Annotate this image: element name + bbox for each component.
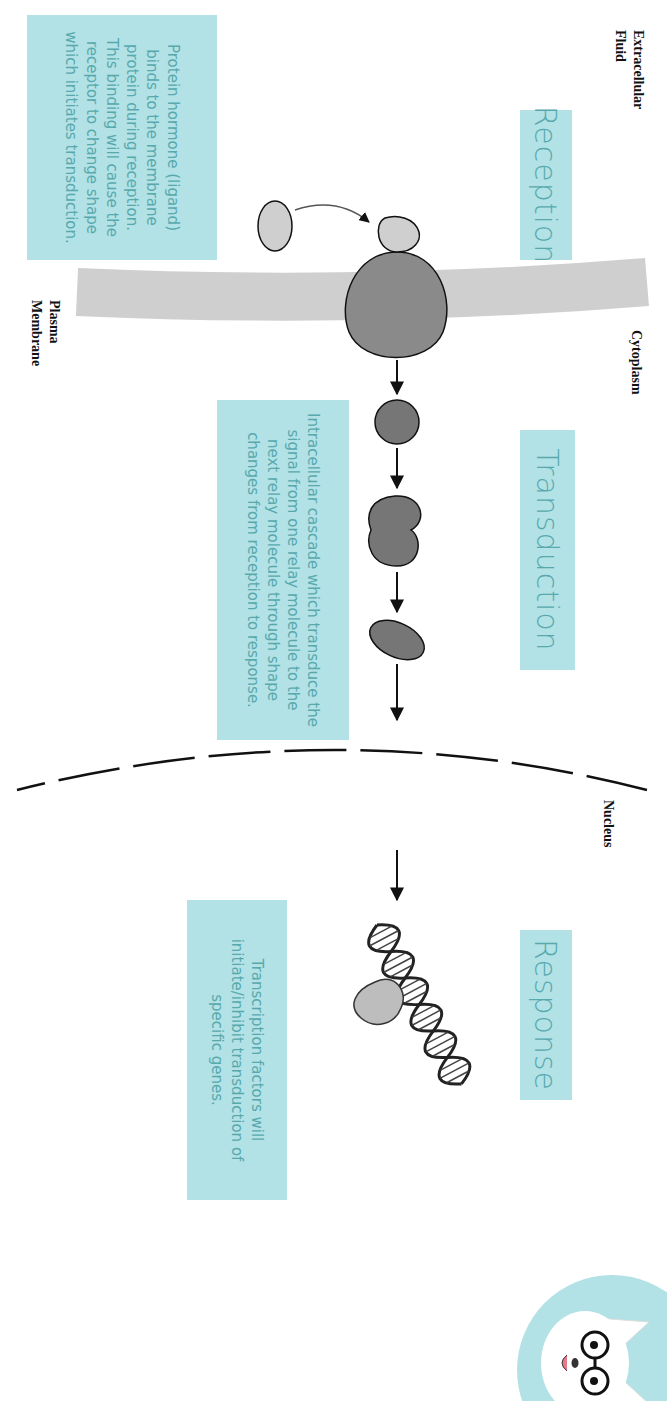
note-box: Protein hormone (ligand) binds to the me… <box>27 15 217 260</box>
stage-heading: Reception <box>520 110 572 260</box>
stage-heading: Response <box>520 930 572 1100</box>
relay-molecule <box>369 496 421 566</box>
box-text: Reception <box>529 106 564 264</box>
note-box: Transcription factors will initiate/inhi… <box>187 900 287 1200</box>
relay-molecule <box>364 612 431 667</box>
cascade-arrow <box>396 850 398 900</box>
region-label: Extracellular Fluid <box>612 30 647 140</box>
relay-molecule <box>375 400 419 444</box>
box-text: Transduction <box>530 448 565 651</box>
mascot-cat <box>517 1275 667 1401</box>
note-box: Intracellular cascade which transduce th… <box>217 400 349 740</box>
free-ligand <box>258 201 292 251</box>
cascade-arrow <box>396 664 398 720</box>
bound-ligand <box>378 217 419 252</box>
region-label: Cytoplasm <box>628 330 646 440</box>
box-text: Response <box>529 939 564 1091</box>
binding-arrow <box>295 205 369 222</box>
box-text: Protein hormone (ligand) binds to the me… <box>61 27 183 248</box>
stage-heading: Transduction <box>520 430 575 670</box>
box-text: Intracellular cascade which transduce th… <box>243 412 324 728</box>
region-label: Plasma Membrane <box>28 300 63 390</box>
nuclear-envelope <box>17 750 647 790</box>
box-text: Transcription factors will initiate/inhi… <box>207 912 268 1188</box>
cascade-arrow <box>396 572 398 612</box>
transcription-factor <box>354 979 403 1024</box>
cascade-arrow <box>396 360 398 394</box>
region-label: Nucleus <box>600 800 618 900</box>
cascade-arrow <box>396 448 398 488</box>
receptor-protein <box>345 252 447 358</box>
